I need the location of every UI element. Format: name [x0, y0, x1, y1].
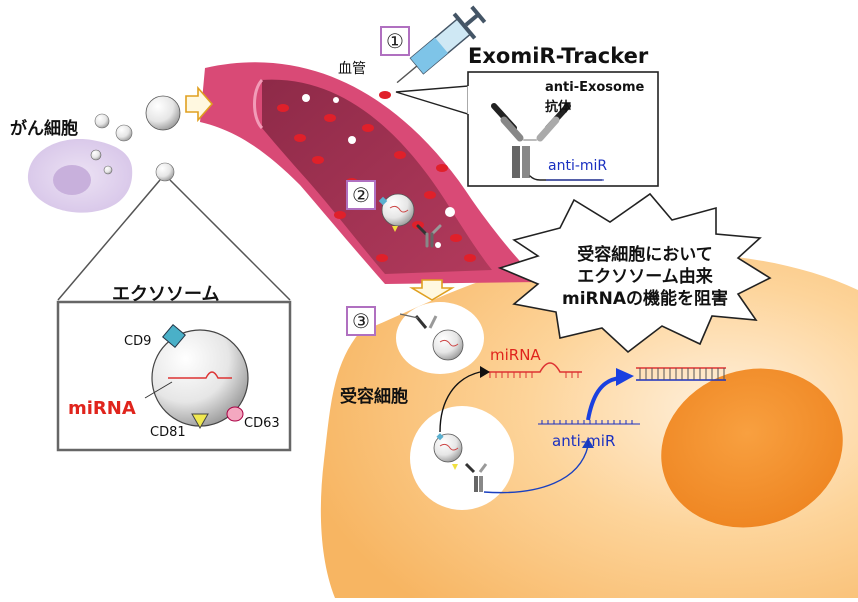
- tracker-box: [467, 71, 659, 187]
- arrow-antimir-release: [483, 445, 589, 494]
- blood-vessel-label: 血管: [338, 61, 366, 77]
- step-2-badge: ②: [346, 180, 376, 210]
- tracker-title: ExomiR-Tracker: [468, 44, 649, 68]
- cd81-label: CD81: [150, 425, 186, 440]
- cd9-label: CD9: [124, 334, 152, 349]
- endosome-vesicle: [410, 406, 514, 510]
- exosome-entering: [399, 313, 464, 361]
- cd81-marker: [191, 413, 209, 430]
- callout-starburst: [497, 192, 772, 354]
- antibody-label: 抗体: [545, 100, 572, 115]
- callout-line-2: エクソソーム由来: [577, 267, 713, 287]
- zoom-line-left: [57, 179, 161, 301]
- antibody-vessel: [416, 224, 442, 248]
- blood-vessel-rim: [253, 78, 264, 130]
- step-1-badge: ①: [380, 26, 410, 56]
- tracker-pointer: [395, 85, 469, 115]
- cancer-cell-nucleus: [53, 165, 91, 195]
- callout-line-3: miRNAの機能を阻害: [561, 289, 728, 309]
- mirna-panel-label: miRNA: [68, 398, 136, 419]
- cd63-label: CD63: [244, 416, 280, 431]
- arrow-to-vessel: [185, 85, 214, 123]
- arrow-blue-bind: [586, 376, 621, 421]
- anti-exosome-label: anti-Exosome: [545, 80, 645, 95]
- anti-mir-box-label: anti-miR: [548, 158, 608, 174]
- syringe-icon: [396, 5, 487, 84]
- callout-text: 受容細胞において エクソソーム由来 miRNAの機能を阻害: [540, 244, 750, 310]
- exosome-vessel: [378, 193, 415, 232]
- zoom-line-right: [169, 179, 291, 301]
- mirna-strand-panel: [168, 371, 232, 379]
- antibody-icon: [491, 103, 603, 181]
- arrow-to-cell: [409, 279, 455, 301]
- recipient-cell-label: 受容細胞: [340, 387, 408, 407]
- exosome-endosome: [433, 433, 488, 492]
- cancer-exosomes: [90, 95, 181, 182]
- mirna-cell-label: miRNA: [490, 346, 541, 364]
- nucleus: [661, 368, 843, 528]
- anti-mir-cell-label: anti-miR: [552, 432, 616, 450]
- cancer-cell-label: がん細胞: [10, 119, 78, 139]
- blood-vessel-lumen: [262, 79, 492, 274]
- mirna-strand-cell: [486, 362, 582, 378]
- cd9-marker: [162, 324, 186, 348]
- step-3-badge: ③: [346, 306, 376, 336]
- callout-line-1: 受容細胞において: [577, 245, 713, 265]
- exosome-title: エクソソーム: [112, 284, 220, 305]
- anti-mir-strand-cell: [538, 420, 640, 425]
- arrow-exosome-to-mirna: [439, 371, 481, 433]
- mirna-pointer: [144, 381, 173, 399]
- mirna-duplex: [636, 367, 726, 381]
- cd63-marker: [226, 406, 244, 422]
